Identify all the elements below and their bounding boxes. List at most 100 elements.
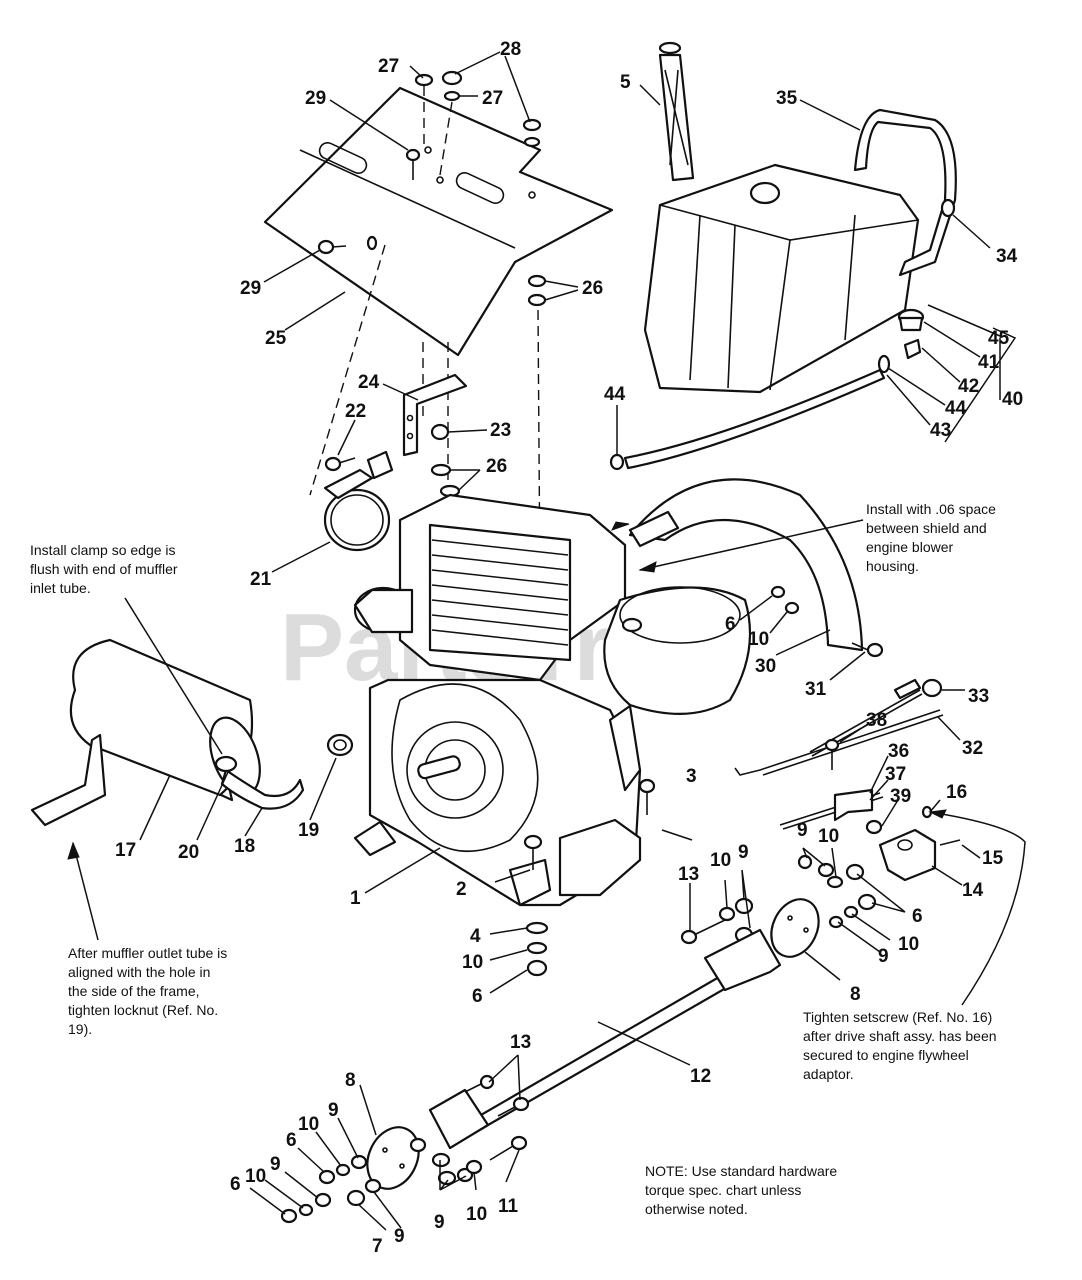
callout-8-a: 8 [850,984,861,1005]
callout-29-b: 29 [240,278,261,299]
callout-10-b: 10 [462,952,483,973]
callout-18: 18 [234,836,255,857]
callout-13-b: 13 [510,1032,531,1053]
washers-26-upper [527,274,547,307]
callout-44-a: 44 [945,398,967,419]
callout-20: 20 [178,842,199,863]
bolt-13-upper [680,919,726,945]
fitting-42 [903,338,922,360]
callout-9-b: 9 [797,820,808,841]
callout-25: 25 [265,328,287,349]
callout-6-c: 6 [912,906,923,927]
nut-23 [430,423,450,441]
cooling-fins [431,539,569,646]
leader-lines [67,51,1026,1231]
bolt-2 [523,834,543,870]
callout-5: 5 [620,72,631,93]
callout-42: 42 [958,376,979,397]
callout-33: 33 [968,686,989,707]
callout-10-h: 10 [466,1204,487,1225]
fuel-tank [643,163,920,394]
drive-shaft [428,928,782,1150]
callout-10-f: 10 [298,1114,319,1135]
callout-14: 14 [962,880,984,901]
muffler [30,638,261,827]
callout-29-a: 29 [305,88,326,109]
washer-4-stack [525,921,549,977]
callout-13-a: 13 [678,864,699,885]
callout-40: 40 [1002,389,1023,410]
bolts-13-lower [464,1074,530,1117]
callout-3: 3 [686,766,697,787]
callout-6-d: 6 [286,1130,297,1151]
callout-22: 22 [345,401,366,422]
callout-9-a: 9 [738,842,749,863]
callout-10-c: 10 [710,850,731,871]
callout-4: 4 [470,926,481,947]
callout-12: 12 [690,1066,711,1087]
screw-29-top [405,148,421,180]
callout-28: 28 [500,39,521,60]
screw-29-left [317,235,378,255]
bolt-11 [489,1135,528,1161]
callout-9-g: 9 [434,1212,445,1233]
callout-34: 34 [996,246,1018,267]
callout-26-b: 26 [486,456,507,477]
callout-27-a: 27 [378,56,399,77]
callout-39: 39 [890,786,911,807]
callout-36: 36 [888,741,909,762]
callout-9-f: 9 [394,1226,405,1247]
callout-6-b: 6 [472,986,483,1007]
bracket-37 [833,788,874,822]
callout-38: 38 [866,710,887,731]
callout-9-d: 9 [328,1100,339,1121]
callout-9-c: 9 [878,946,889,967]
callout-11: 11 [498,1196,519,1217]
callout-10-d: 10 [818,826,839,847]
callout-6-a: 6 [725,614,736,635]
heat-shield [263,86,614,357]
fuel-valve-41 [897,308,925,332]
muffler-inlet-tube [214,755,305,810]
tank-strap [853,108,957,277]
blower-shield [628,478,884,658]
callout-21: 21 [250,569,272,590]
callout-43: 43 [930,420,951,441]
callout-16: 16 [946,782,967,803]
clip-44-upper [877,354,891,374]
callout-numbers: 27 28 27 29 29 25 26 24 22 23 26 21 5 35… [115,39,1023,1257]
fuel-gauge-cap [658,41,695,182]
callout-30: 30 [755,656,776,677]
callout-31: 31 [805,679,827,700]
callout-19: 19 [298,820,319,841]
callout-27-b: 27 [482,88,503,109]
callout-6-e: 6 [230,1174,241,1195]
washers-26-lower [430,463,461,498]
note-torque-spec: NOTE: Use standard hardware torque spec.… [645,1163,838,1217]
hardware-nuts-27-28 [414,70,542,176]
callout-35: 35 [776,88,798,109]
note-clamp-install: Install clamp so edge is flush with end … [30,542,178,596]
muffler-clamp [323,450,394,552]
callout-15: 15 [982,848,1004,869]
fuel-line-43 [623,368,886,470]
note-shield-spacing: Install with .06 space between shield an… [866,501,996,574]
callout-2: 2 [456,879,467,900]
callout-9-e: 9 [270,1154,281,1175]
callout-8-b: 8 [345,1070,356,1091]
clip-44-lower [609,453,625,471]
screw-39 [865,819,883,835]
pin-15 [939,839,961,846]
screw-38 [824,738,840,770]
callout-45: 45 [988,328,1010,349]
callout-10-a: 10 [748,629,769,650]
callout-26-a: 26 [582,278,603,299]
callout-23: 23 [490,420,511,441]
callout-17: 17 [115,840,136,861]
callout-32: 32 [962,738,983,759]
bolt-3 [638,778,656,815]
choke-cable-32 [734,709,944,776]
callout-7: 7 [372,1236,383,1257]
note-setscrew: Tighten setscrew (Ref. No. 16) after dri… [803,1009,997,1082]
